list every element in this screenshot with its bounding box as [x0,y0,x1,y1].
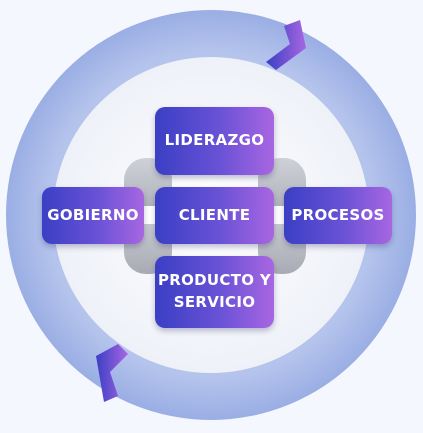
ring-arrow-top-icon [266,20,306,70]
node-cliente: CLIENTE [155,187,274,244]
node-procesos: PROCESOS [284,187,392,244]
node-gobierno: GOBIERNO [42,187,144,244]
node-liderazgo: LIDERAZGO [155,107,274,175]
node-producto-servicio: PRODUCTO Y SERVICIO [155,256,274,328]
ring-arrow-bottom-icon [96,344,128,402]
